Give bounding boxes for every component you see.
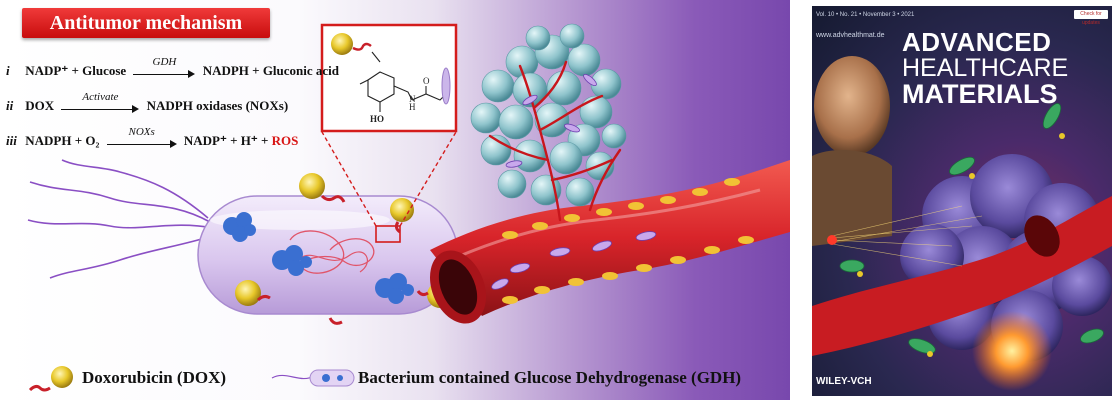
legend-dox-label: Doxorubicin (DOX): [82, 368, 227, 387]
cover-url: www.advhealthmat.de: [816, 32, 885, 39]
molecule-oh: HO: [370, 114, 384, 124]
check-updates-badge[interactable]: Check for updates: [1074, 10, 1108, 26]
cover-artwork: [812, 56, 1112, 391]
cover-title-line2: HEALTHCARE: [902, 54, 1069, 82]
equation-3-left: NADPH + O₂: [25, 133, 100, 148]
equation-1-right: NADPH + Gluconic acid: [202, 63, 340, 78]
equation-3-number: iii: [6, 133, 17, 148]
cover-publisher: WILEY-VCH: [816, 376, 872, 387]
illustration: HO H N O: [27, 23, 790, 392]
equation-1-left: NADP⁺ + Glucose: [25, 63, 127, 78]
equation-2: ii DOX Activate NADPH oxidases (NOXs): [6, 91, 289, 120]
banner-title: Antitumor mechanism: [22, 8, 270, 38]
molecule-h: H: [409, 102, 416, 112]
equation-1-arrow: GDH: [133, 56, 196, 79]
legend-bacterium-icon: [271, 369, 355, 387]
ros-label: ROS: [271, 133, 299, 148]
blood-vessel: [430, 160, 790, 324]
molecule-n: N: [409, 94, 416, 104]
equation-1-catalyst: GDH: [152, 56, 177, 69]
equation-3-catalyst: NOXs: [128, 126, 155, 139]
tumor-illustration: [470, 23, 627, 222]
mechanism-panel: HO H N O: [0, 0, 790, 400]
legend-gdh-label: Bacterium contained Glucose Dehydrogenas…: [358, 368, 742, 387]
cover-title-line3: MATERIALS: [902, 79, 1058, 109]
equation-2-arrow: Activate: [61, 91, 140, 114]
equation-1-number: i: [6, 63, 10, 78]
equation-3: iii NADPH + O₂ NOXs NADP⁺ + H⁺ + ROS: [6, 126, 299, 155]
equation-3-arrow: NOXs: [106, 126, 177, 149]
legend-dox-icon: [28, 366, 73, 392]
equation-2-right: NADPH oxidases (NOXs): [146, 98, 289, 113]
cover-title-line1: ADVANCED: [902, 27, 1052, 57]
equation-2-left: DOX: [25, 98, 55, 113]
molecule-zoom-box: HO H N O: [320, 23, 458, 133]
equation-2-catalyst: Activate: [82, 91, 119, 104]
equation-2-number: ii: [6, 98, 14, 113]
journal-cover: Vol. 10 • No. 21 • November 3 • 2021 Che…: [812, 6, 1112, 396]
bacterium-illustration: [197, 195, 459, 315]
zoom-lines: [321, 131, 457, 227]
molecule-o: O: [423, 76, 430, 86]
equation-1: i NADP⁺ + Glucose GDH NADPH + Gluconic a…: [6, 56, 340, 85]
flagella: [27, 159, 215, 279]
cover-issue-line: Vol. 10 • No. 21 • November 3 • 2021: [816, 12, 915, 18]
equation-3-right: NADP⁺ + H⁺ +: [183, 133, 272, 148]
